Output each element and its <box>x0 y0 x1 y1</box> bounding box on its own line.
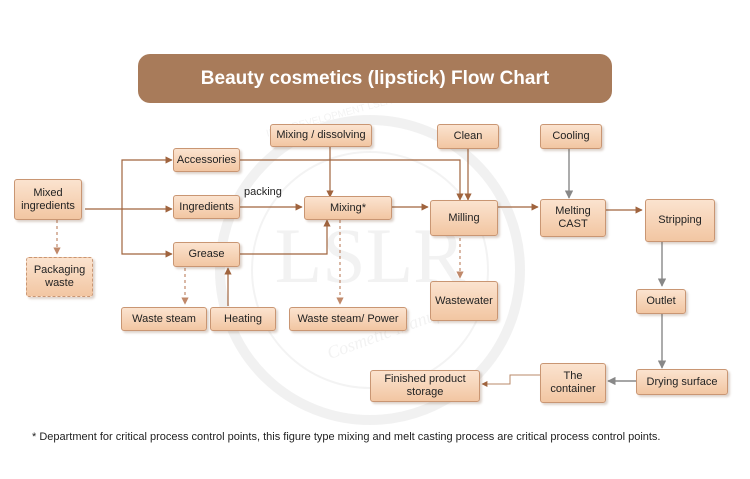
node-finished-product-storage: Finished product storage <box>370 370 480 402</box>
node-mixing: Mixing* <box>304 196 392 220</box>
label-packing: packing <box>244 186 282 198</box>
node-waste-steam: Waste steam <box>121 307 207 331</box>
footnote: * Department for critical process contro… <box>32 431 661 443</box>
node-melting-cast: Melting CAST <box>540 199 606 237</box>
node-milling: Milling <box>430 200 498 236</box>
node-mixing-dissolving: Mixing / dissolving <box>270 124 372 147</box>
node-clean: Clean <box>437 124 499 149</box>
node-the-container: The container <box>540 363 606 403</box>
node-drying-surface: Drying surface <box>636 369 728 395</box>
node-packaging-waste: Packaging waste <box>26 257 93 297</box>
node-waste-steam-power: Waste steam/ Power <box>289 307 407 331</box>
node-mixed-ingredients: Mixed ingredients <box>14 179 82 220</box>
node-accessories: Accessories <box>173 148 240 172</box>
node-outlet: Outlet <box>636 289 686 314</box>
node-heating: Heating <box>210 307 276 331</box>
node-wastewater: Wastewater <box>430 281 498 321</box>
page-title: Beauty cosmetics (lipstick) Flow Chart <box>138 54 612 103</box>
node-stripping: Stripping <box>645 199 715 242</box>
node-ingredients: Ingredients <box>173 195 240 219</box>
node-cooling: Cooling <box>540 124 602 149</box>
node-grease: Grease <box>173 242 240 267</box>
